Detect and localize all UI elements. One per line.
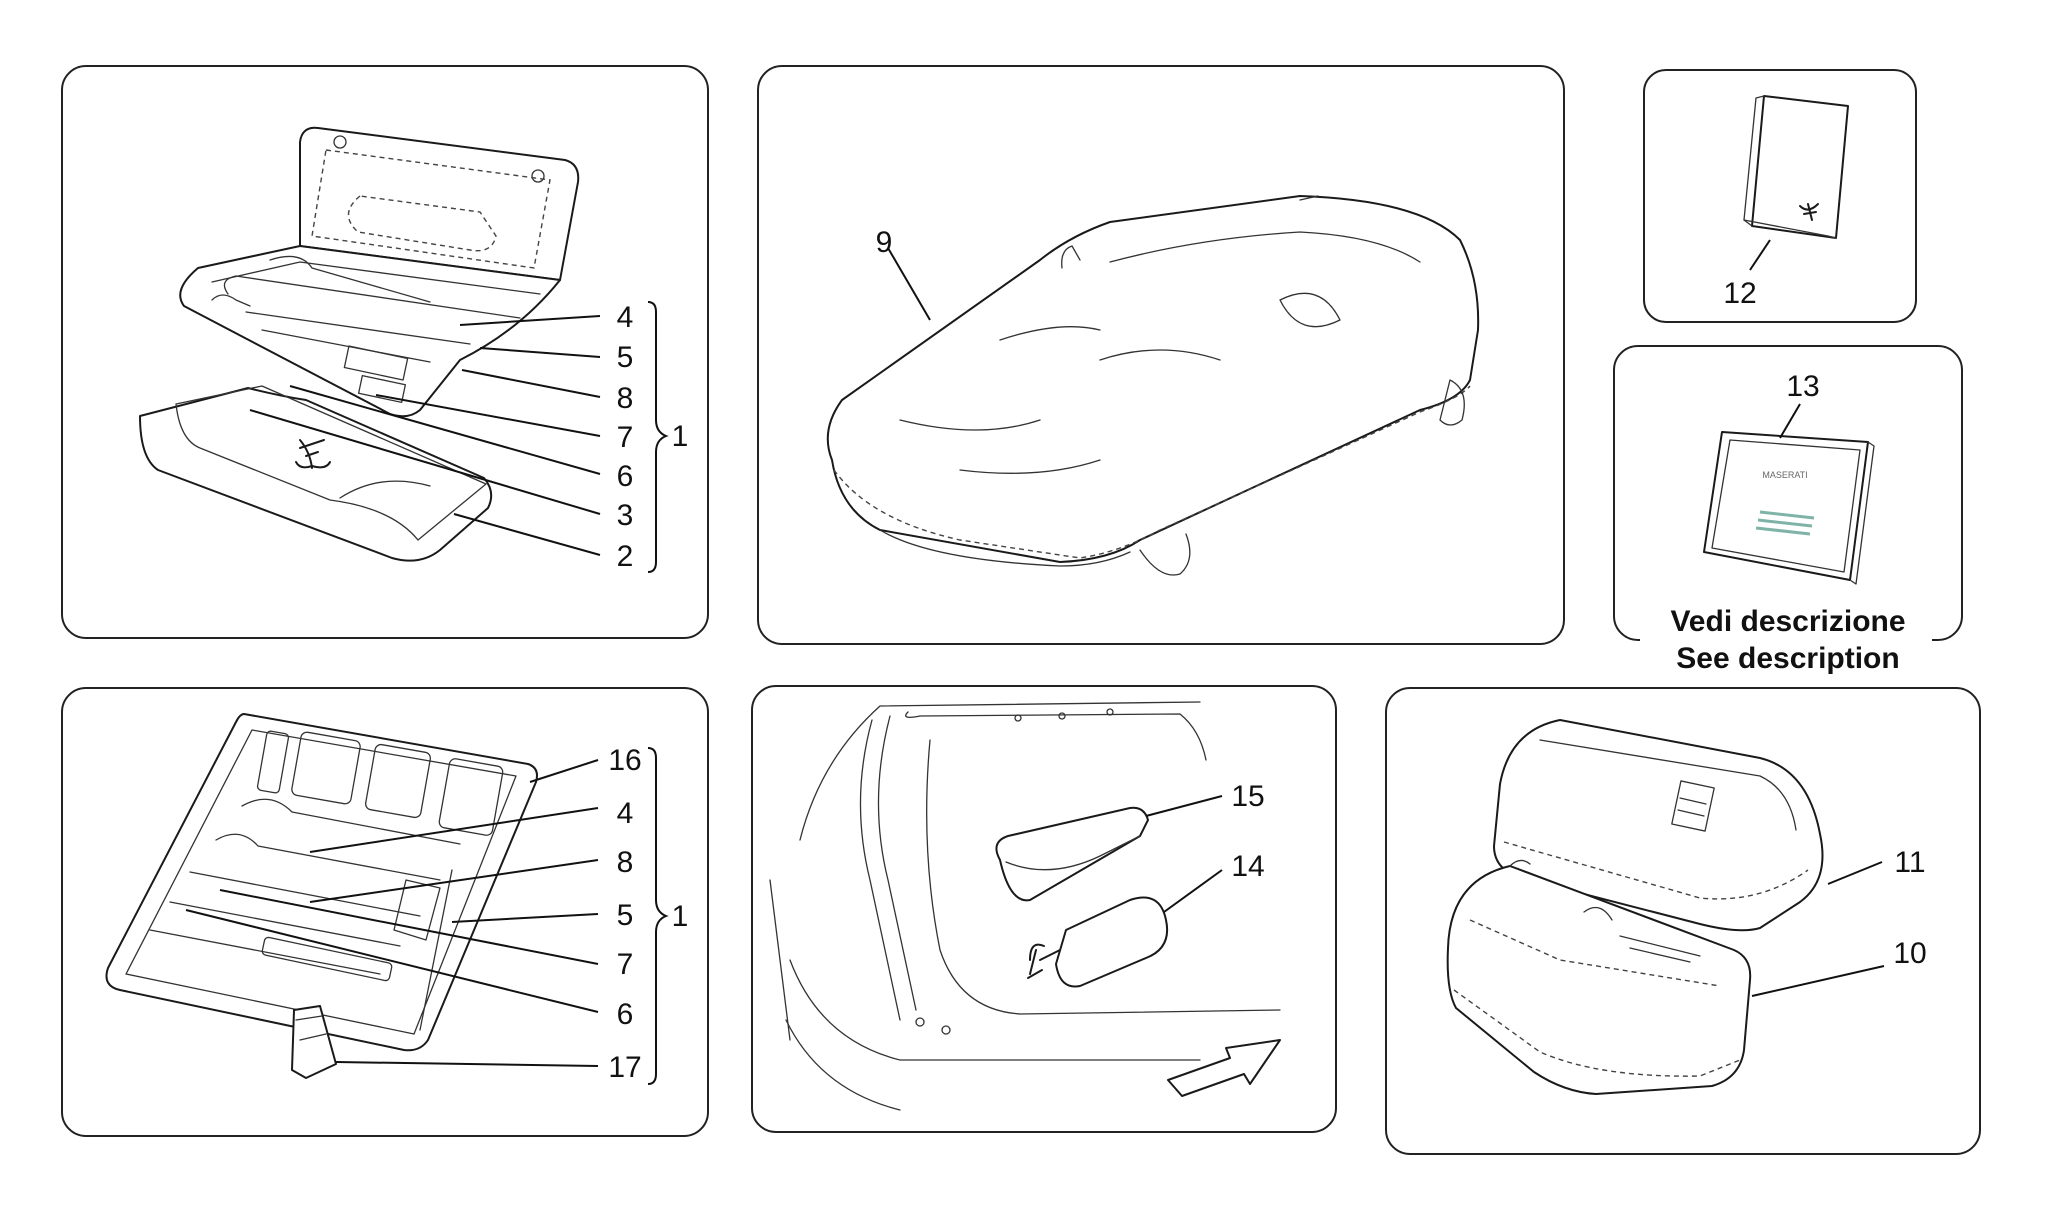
leader-10 [1751, 965, 1885, 997]
tool-tray-illustration [105, 713, 538, 1079]
note-line-1: Vedi descrizione [1670, 605, 1905, 638]
leader-9 [887, 247, 931, 321]
callout-8: 8 [617, 846, 634, 879]
callout-5: 5 [617, 341, 634, 374]
callout-4: 4 [617, 301, 634, 334]
callout-8: 8 [617, 382, 634, 415]
leader-12 [1749, 239, 1771, 271]
note-mask [1640, 600, 1932, 674]
tool-kit-illustration [139, 126, 580, 562]
callout-15: 15 [1231, 780, 1264, 813]
panel-trunk: 15 14 [751, 685, 1337, 1133]
trunk-illustration [769, 701, 1281, 1111]
callout-9: 9 [876, 226, 893, 259]
callout-11: 11 [1894, 846, 1925, 879]
panel-booklet: 12 [1643, 69, 1917, 323]
callout-leaders [185, 747, 669, 1085]
callout-12: 12 [1723, 277, 1756, 310]
leader-13 [1779, 403, 1801, 439]
callout-10: 10 [1893, 937, 1926, 970]
panel-tool-tray: 16 4 8 5 7 6 17 1 [61, 687, 709, 1137]
callout-17: 17 [608, 1051, 641, 1084]
callout-5: 5 [617, 899, 634, 932]
callout-13: 13 [1786, 370, 1819, 403]
manual-illustration: MASERATI [1703, 431, 1875, 585]
note-line-2: See description [1676, 642, 1899, 675]
leader-14 [1163, 869, 1223, 913]
panel-tool-kit-bag: 4 5 8 7 6 3 2 1 [61, 65, 709, 639]
callout-7: 7 [617, 421, 634, 454]
manual-logo: MASERATI [1762, 470, 1807, 480]
callout-6: 6 [617, 460, 634, 493]
callout-7: 7 [617, 948, 634, 981]
callout-2: 2 [617, 540, 634, 573]
callout-group-1: 1 [672, 420, 689, 453]
callout-6: 6 [617, 998, 634, 1031]
cases-illustration [1446, 719, 1824, 1095]
leader-11 [1827, 861, 1883, 885]
callout-16: 16 [608, 744, 641, 777]
leader-15 [1145, 795, 1223, 817]
callout-14: 14 [1231, 850, 1264, 883]
callout-4: 4 [617, 797, 634, 830]
callout-group-1: 1 [672, 900, 689, 933]
callout-leaders [249, 301, 669, 573]
car-cover-illustration [826, 195, 1480, 576]
panel-car-cover: 9 [757, 65, 1565, 645]
booklet-illustration [1743, 95, 1849, 239]
callout-3: 3 [617, 499, 634, 532]
panel-cases: 11 10 [1385, 687, 1981, 1155]
panel-manual: MASERATI 13 Vedi descrizione See descrip… [1613, 345, 1963, 675]
panel-frame [751, 685, 1337, 1133]
